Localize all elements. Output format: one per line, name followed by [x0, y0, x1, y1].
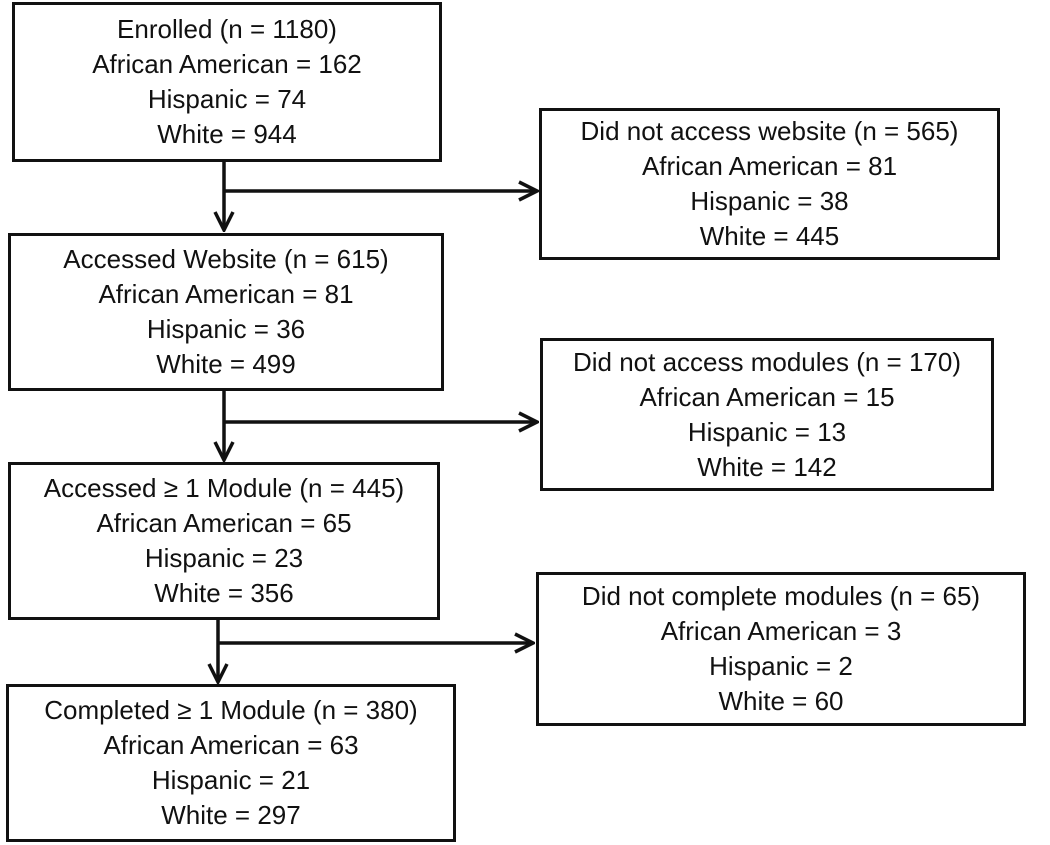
not-access-modules-hispanic: Hispanic = 13 [687, 416, 847, 447]
not-access-website-hispanic: Hispanic = 38 [690, 186, 849, 216]
accessed-website-white: White = 499 [156, 349, 296, 379]
not-complete-modules-title: Did not complete modules (n = 65) [581, 581, 981, 611]
not-access-modules-box: Did not access modules (n = 170) African… [540, 338, 994, 491]
enrolled-african-american: African American = 162 [92, 49, 362, 79]
accessed-website-title: Accessed Website (n = 615) [63, 244, 389, 274]
enrolled-hispanic: Hispanic = 74 [147, 84, 307, 114]
not-complete-modules-box: Did not complete modules (n = 65) Africa… [536, 572, 1026, 726]
accessed-website-box: Accessed Website (n = 615) African Ameri… [8, 233, 444, 391]
not-access-website-box: Did not access website (n = 565) African… [539, 108, 1000, 260]
accessed-module-african-american: African American = 65 [96, 508, 352, 538]
completed-module-title: Completed ≥ 1 Module (n = 380) [44, 695, 418, 725]
not-access-modules-white: White = 142 [697, 451, 837, 482]
accessed-website-hispanic: Hispanic = 36 [146, 314, 306, 344]
accessed-module-title: Accessed ≥ 1 Module (n = 445) [43, 473, 405, 503]
completed-module-box: Completed ≥ 1 Module (n = 380) African A… [6, 684, 456, 842]
accessed-module-hispanic: Hispanic = 23 [144, 543, 304, 573]
enrolled-box: Enrolled (n = 1180) African American = 1… [12, 2, 442, 162]
not-access-modules-title: Did not access modules (n = 170) [572, 346, 962, 377]
not-access-website-african-american: African American = 81 [641, 151, 898, 181]
completed-module-white: White = 297 [161, 800, 301, 830]
not-access-website-white: White = 445 [699, 221, 840, 251]
enrolled-white: White = 944 [157, 119, 297, 149]
enrolled-title: Enrolled (n = 1180) [117, 14, 337, 44]
not-access-website-title: Did not access website (n = 565) [580, 116, 959, 146]
completed-module-african-american: African American = 63 [103, 730, 359, 760]
not-access-modules-african-american: African American = 15 [639, 381, 895, 412]
accessed-module-white: White = 356 [154, 578, 294, 608]
accessed-website-african-american: African American = 81 [98, 279, 354, 309]
not-complete-modules-hispanic: Hispanic = 2 [709, 651, 853, 681]
not-complete-modules-african-american: African American = 3 [660, 616, 902, 646]
completed-module-hispanic: Hispanic = 21 [151, 765, 311, 795]
accessed-module-box: Accessed ≥ 1 Module (n = 445) African Am… [8, 462, 440, 620]
not-complete-modules-white: White = 60 [718, 686, 844, 716]
